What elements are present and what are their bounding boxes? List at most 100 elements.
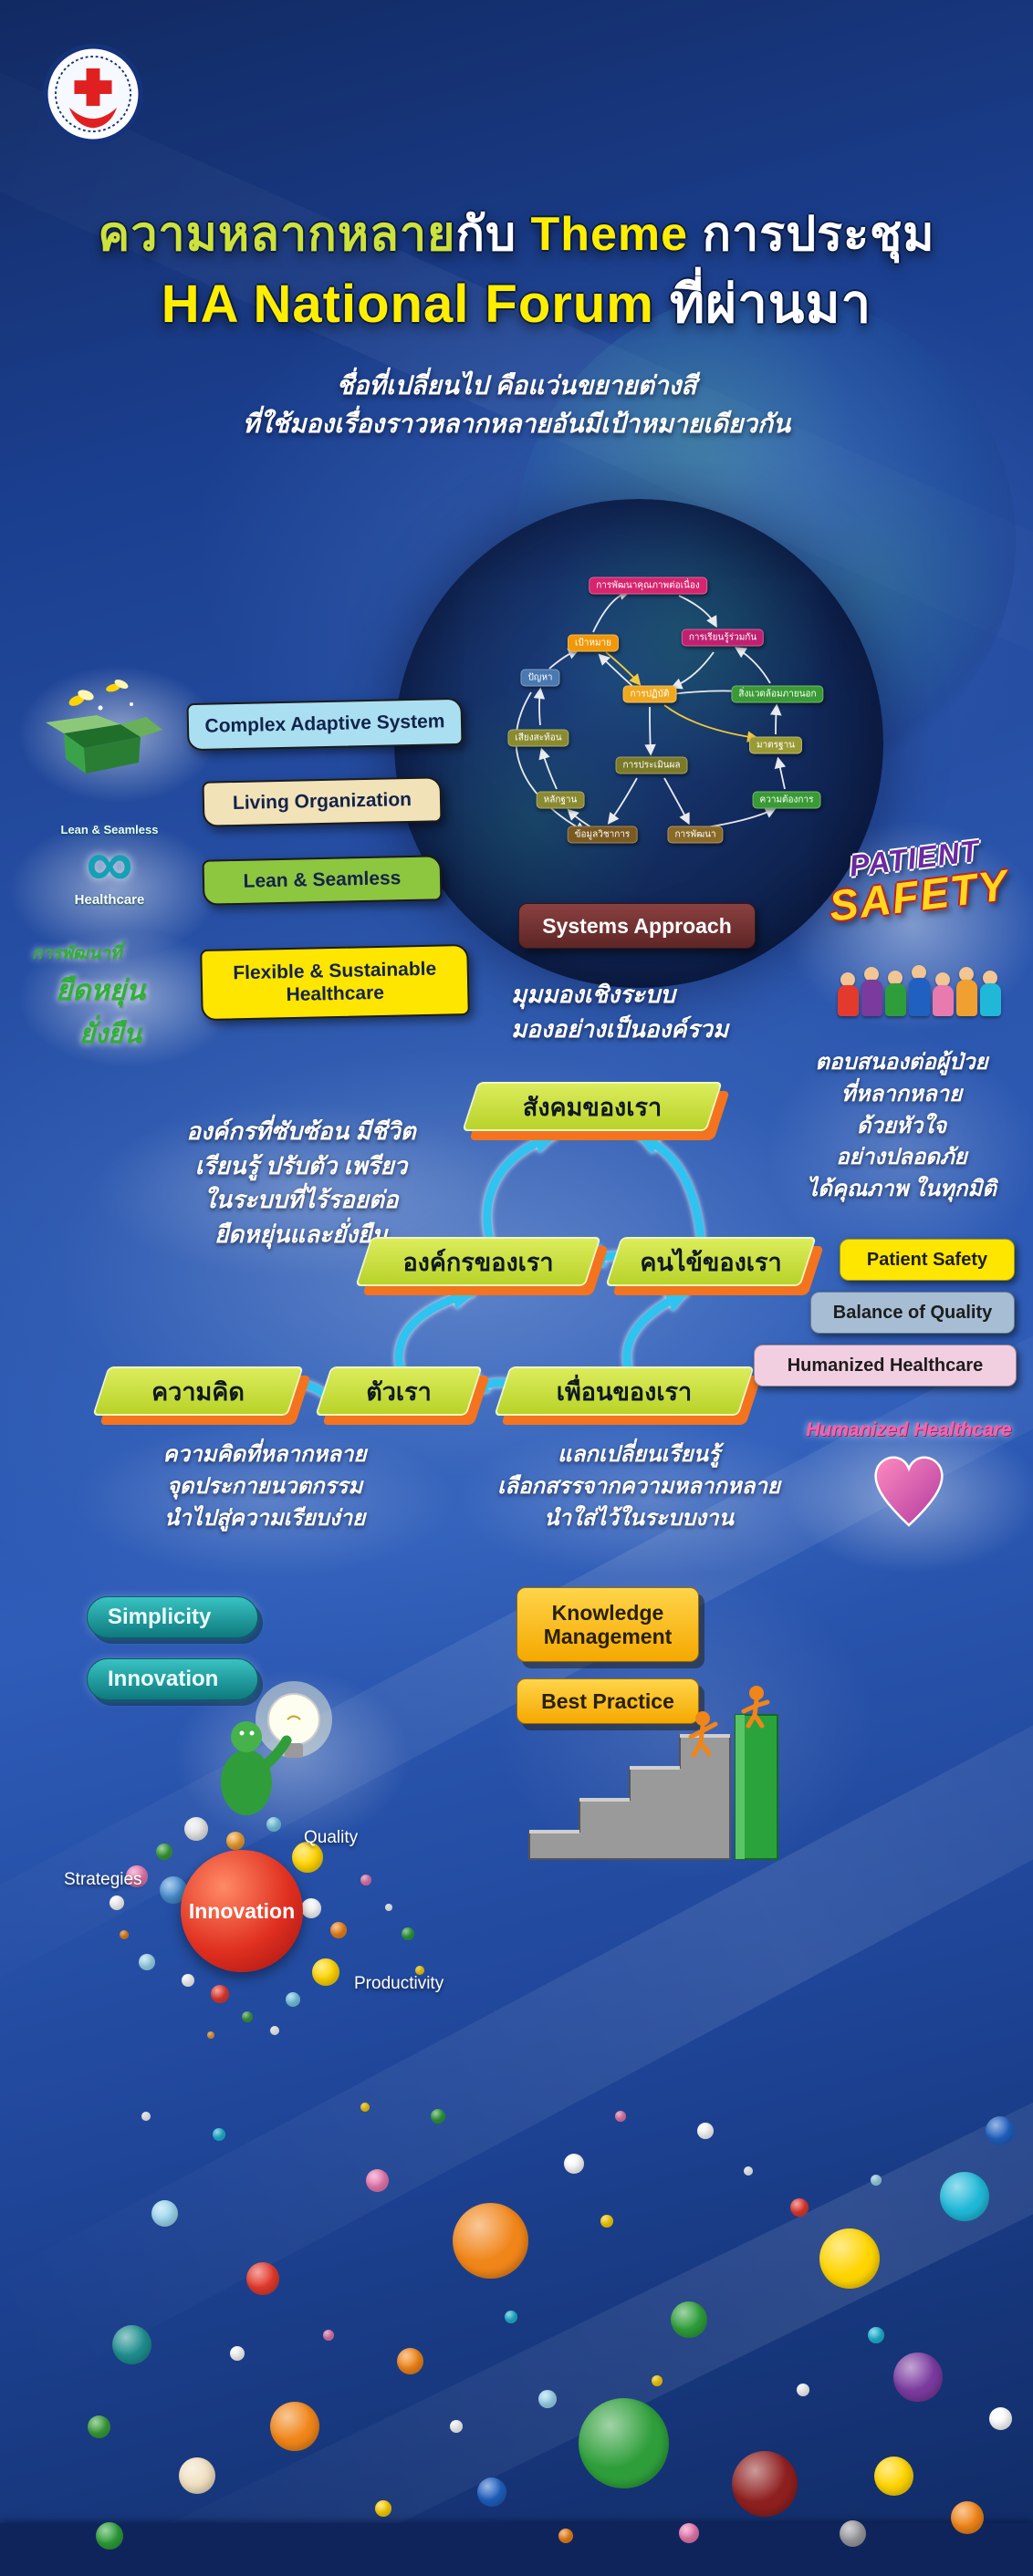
quality-label: Quality [304, 1828, 359, 1847]
right-label-1: Balance of Quality [810, 1292, 1015, 1334]
systems-approach-label: Systems Approach [518, 903, 756, 949]
systems-caption: มุมมองเชิงระบบ มองอย่างเป็นองค์รวม [511, 978, 728, 1046]
decor-bubble [558, 2529, 573, 2543]
decor-bubble [87, 2415, 110, 2438]
decor-bubble [839, 2519, 866, 2547]
flow-node-label: เพื่อนของเรา [556, 1377, 693, 1406]
text-line: องค์กรที่ซับซ้อน มีชีวิต [186, 1117, 416, 1145]
text-line: ความคิดที่หลากหลาย [162, 1442, 367, 1467]
decor-bubble [697, 2123, 714, 2139]
subtitle-line: ที่ใช้มองเรื่องราวหลากหลายอันมีเป้าหมายเ… [242, 410, 791, 438]
person-figure [955, 967, 977, 1016]
text-line: จุดประกายนวตกรรม [166, 1473, 363, 1499]
people-crowd-illustration [821, 932, 1017, 1016]
decor-bubble [242, 2011, 253, 2022]
text-line: ในระบบที่ไร้รอยต่อ [203, 1186, 399, 1214]
simplicity-label: Simplicity [87, 1596, 258, 1638]
decor-bubble [951, 2501, 984, 2534]
decor-bubble [538, 2390, 557, 2408]
decor-bubble [330, 1922, 347, 1938]
decor-bubble [600, 2215, 613, 2228]
heart-icon [874, 1456, 944, 1527]
decor-bubble [182, 1974, 194, 1987]
sustainable-development-text: การพัฒนาที่ ยืดหยุ่น ยั่งยืน [32, 940, 145, 1054]
decor-bubble [893, 2353, 943, 2402]
share-text: แลกเปลี่ยนเรียนรู้ เลือกสรรจากความหลากหล… [465, 1439, 812, 1534]
page-title-line2: HA National Forum ที่ผ่านมา [0, 261, 1033, 346]
decor-bubble [110, 1896, 124, 1910]
diagram-node: การประเมินผล [615, 756, 688, 774]
decor-bubble [301, 1898, 321, 1918]
text-line: นำใส่ไว้ในระบบงาน [544, 1505, 734, 1531]
decor-bubble [578, 2397, 669, 2488]
decor-bubble [452, 2202, 528, 2279]
text-line: อย่างปลอดภัย [836, 1145, 967, 1170]
label-line: Knowledge [551, 1600, 664, 1625]
decor-bubble [270, 2402, 319, 2451]
decor-bubble [375, 2500, 391, 2517]
humanized-healthcare-art: Humanized Healthcare [792, 1419, 1026, 1541]
decor-bubble [292, 1842, 323, 1873]
text-line: ที่หลากหลาย [840, 1081, 963, 1106]
text-line: เรียนรู้ ปรับตัว เพรียว [194, 1151, 408, 1179]
diagram-node: สิ่งแวดล้อมภายนอก [731, 685, 824, 703]
flow-node-ideas: ความคิด [92, 1366, 311, 1425]
decor-bubble [564, 2154, 584, 2174]
butterfly-box-icon [37, 677, 183, 791]
decor-bubble [141, 2112, 151, 2121]
decor-bubble [415, 1966, 424, 1975]
best-practice-label: Best Practice [516, 1678, 699, 1724]
diagram-node: ความต้องการ [752, 791, 821, 809]
decor-bubble [431, 2109, 445, 2124]
sustain-line: การพัฒนาที่ [32, 944, 122, 963]
patient-response-text: ตอบสนองต่อผู้ป่วย ที่หลากหลาย ด้วยหัวใจ … [781, 1047, 1022, 1206]
decor-bubble [868, 2327, 884, 2343]
decor-bubble [396, 2347, 423, 2374]
person-figure [908, 965, 930, 1016]
diagram-node: การพัฒนาคุณภาพต่อเนื่อง [589, 576, 707, 595]
flow-node-patients: คนไข้ของเรา [605, 1237, 824, 1295]
decor-bubble [246, 2262, 279, 2295]
decor-bubble [732, 2451, 798, 2517]
caption-line: มองอย่างเป็นองค์รวม [511, 1014, 729, 1043]
title-part: กับ [455, 208, 531, 261]
decor-bubble [790, 2198, 809, 2217]
decor-bubble [873, 2456, 913, 2496]
text-line: แลกเปลี่ยนเรียนรู้ [558, 1442, 720, 1467]
diagram-node: การปฏิบัติ [622, 685, 677, 703]
title-part: HA National Forum [161, 275, 654, 334]
decor-bubble [111, 2324, 151, 2364]
decor-bubble [871, 2175, 882, 2186]
text-line: นำไปสู่ความเรียบง่าย [163, 1505, 366, 1531]
person-figure [837, 972, 859, 1016]
text-line: ได้คุณภาพ ในทุกมิติ [807, 1177, 996, 1202]
flow-node-label: สังคมของเรา [522, 1093, 663, 1121]
lean-healthcare-text: Healthcare [74, 892, 145, 909]
decor-bubble [266, 1817, 281, 1832]
systems-diagram-arrows [515, 588, 787, 833]
concept-label-1: Living Organization [202, 776, 443, 827]
decor-bubble [615, 2111, 626, 2122]
productivity-label: Productivity [354, 1974, 444, 1993]
decor-bubble [652, 2375, 663, 2386]
text-line: ยืดหยุ่นและยั่งยืน [214, 1220, 388, 1249]
text-line: ตอบสนองต่อผู้ป่วย [815, 1050, 988, 1075]
decor-bubble [385, 1904, 392, 1911]
right-label-2: Humanized Healthcare [754, 1345, 1017, 1387]
decor-bubble [986, 2116, 1015, 2145]
flow-node-friends: เพื่อนของเรา [494, 1366, 762, 1425]
diagram-node: ปัญหา [520, 669, 560, 687]
concept-label-0: Complex Adaptive System [186, 697, 464, 752]
strategies-label: Strategies [64, 1870, 142, 1889]
decor-bubble [156, 1844, 172, 1860]
decor-bubble [230, 2346, 245, 2361]
decor-bubble [671, 2301, 707, 2338]
decor-bubble [211, 1985, 229, 2003]
decor-bubble [120, 1930, 129, 1939]
decor-bubble [679, 2523, 699, 2543]
decor-bubble [179, 2457, 215, 2494]
sustain-line: ยั่งยืน [79, 1020, 141, 1049]
decor-bubble [505, 2311, 517, 2323]
institute-logo [42, 40, 144, 152]
title-part: การประชุม [688, 208, 935, 261]
